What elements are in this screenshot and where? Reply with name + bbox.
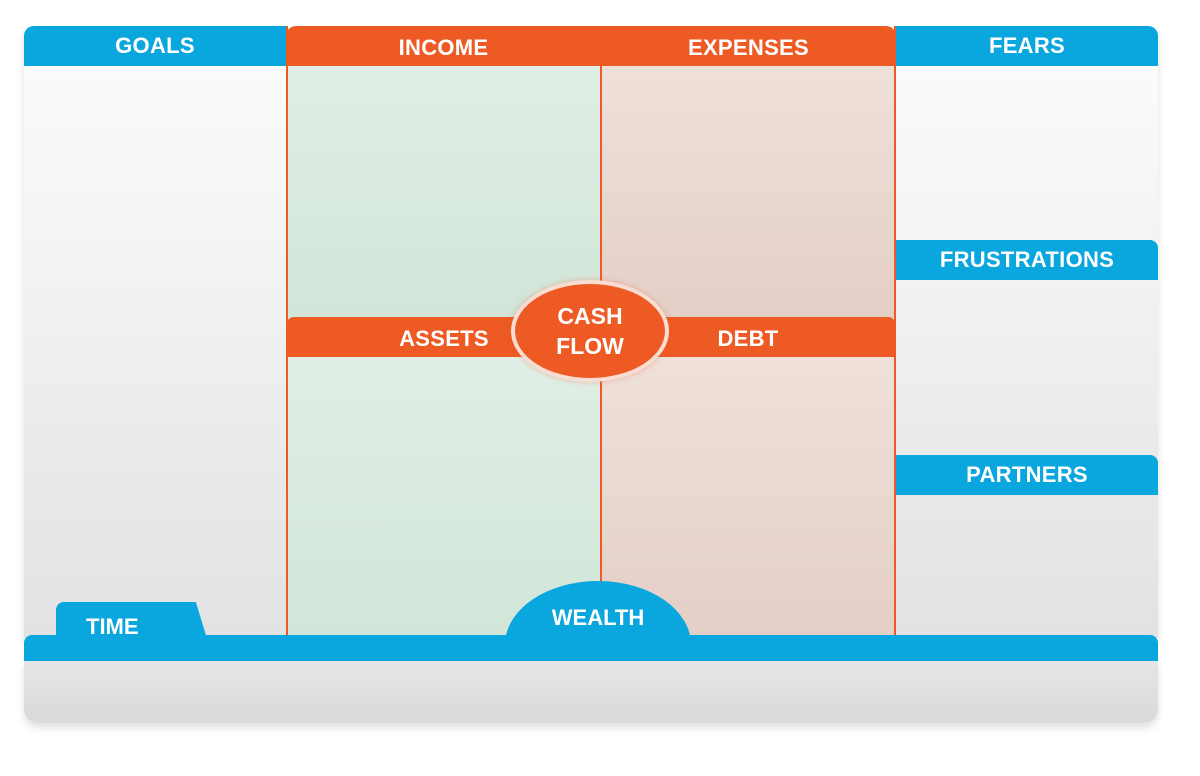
goals-panel <box>24 26 286 638</box>
expenses-header: EXPENSES <box>687 35 809 60</box>
cash-flow-ellipse: CASH FLOW <box>511 280 669 382</box>
bottom-bar <box>24 635 1158 661</box>
right-panel <box>896 26 1158 638</box>
frustrations-header: FRUSTRATIONS <box>896 240 1158 280</box>
bottom-area <box>24 661 1158 723</box>
fears-header: FEARS <box>896 26 1158 66</box>
debt-header: DEBT <box>717 326 779 351</box>
assets-header: ASSETS <box>399 326 489 351</box>
debt-zone <box>601 356 895 636</box>
income-header: INCOME <box>398 35 489 60</box>
partners-header: PARTNERS <box>896 455 1158 495</box>
expenses-zone <box>601 66 895 318</box>
income-expenses-bar <box>286 26 896 66</box>
goals-header: GOALS <box>24 26 286 66</box>
cash-flow-line2: FLOW <box>556 333 624 359</box>
income-zone <box>288 66 601 318</box>
cash-flow-line1: CASH <box>557 303 623 329</box>
